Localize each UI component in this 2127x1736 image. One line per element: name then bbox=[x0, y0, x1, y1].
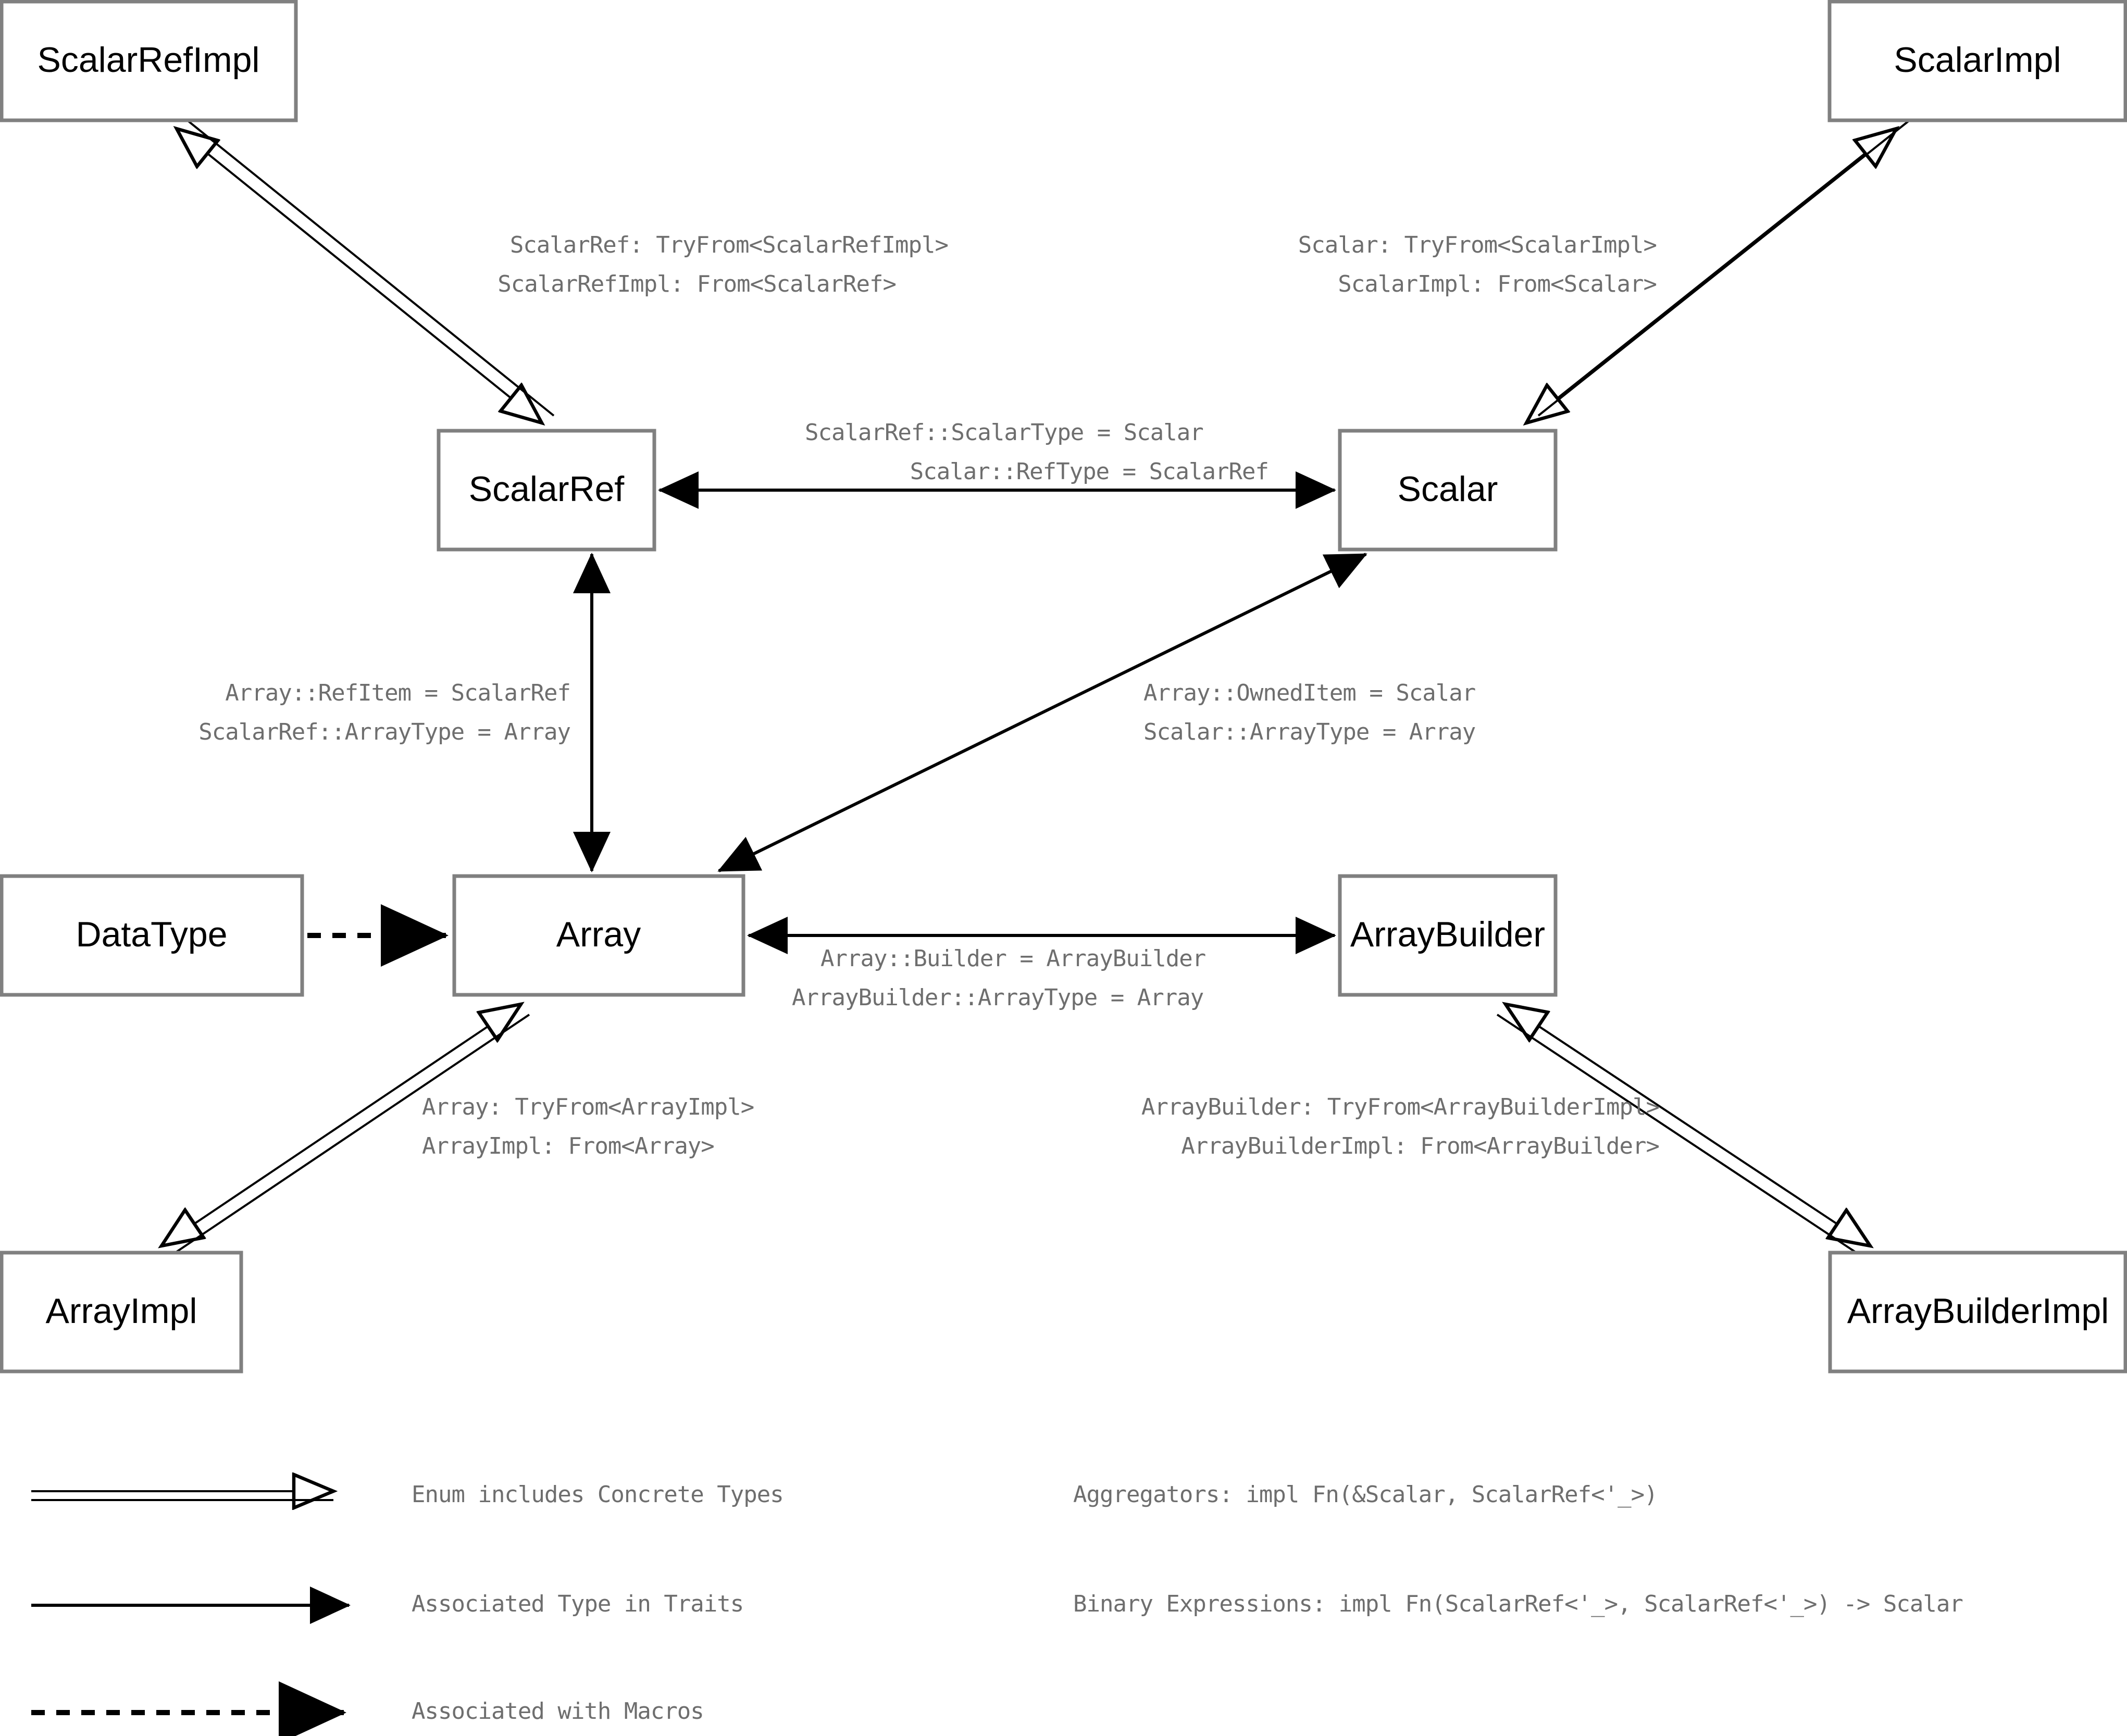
edge-label-line: Array::OwnedItem = Scalar bbox=[1143, 680, 1475, 706]
node-arrayimpl[interactable]: ArrayImpl bbox=[0, 1251, 243, 1373]
edge-label-array-arraybuilder: Array::Builder = ArrayBuilder ArrayBuild… bbox=[792, 945, 1206, 1011]
double-line-hollow-arrow-icon bbox=[31, 1491, 333, 1500]
edge-label-line: ArrayBuilder: TryFrom<ArrayBuilderImpl> bbox=[1141, 1094, 1659, 1120]
legend-item-enum-includes-concrete-types: Enum includes Concrete Types bbox=[31, 1481, 784, 1508]
node-scalar[interactable]: Scalar bbox=[1338, 429, 1558, 552]
edge-label-arraybuilder-arraybuilderimpl: ArrayBuilder: TryFrom<ArrayBuilderImpl> … bbox=[1141, 1094, 1660, 1159]
edge-label-line: Scalar::ArrayType = Array bbox=[1143, 719, 1475, 745]
node-label-arraybuilder: ArrayBuilder bbox=[1350, 915, 1545, 954]
node-label-scalarimpl: ScalarImpl bbox=[1894, 40, 2061, 80]
node-label-datatype: DataType bbox=[76, 915, 227, 954]
edge-label-line: ScalarRef::ScalarType = Scalar bbox=[805, 419, 1203, 446]
edge-label-array-scalar: Array::OwnedItem = Scalar Scalar::ArrayT… bbox=[1143, 680, 1476, 745]
node-label-scalarref: ScalarRef bbox=[469, 469, 625, 509]
edge-label-line: ScalarImpl: From<Scalar> bbox=[1338, 271, 1657, 297]
node-label-scalarrefimpl: ScalarRefImpl bbox=[37, 40, 259, 80]
edge-scalarref-scalarrefimpl bbox=[177, 120, 555, 423]
legend-item-associated-with-macros: Associated with Macros bbox=[31, 1681, 704, 1736]
edge-label-scalar-scalarimpl: Scalar: TryFrom<ScalarImpl> ScalarImpl: … bbox=[1298, 232, 1657, 297]
node-label-scalar: Scalar bbox=[1398, 469, 1498, 509]
legend-note-aggregators: Aggregators: impl Fn(&Scalar, ScalarRef<… bbox=[1073, 1481, 1658, 1508]
edge-array-scalar bbox=[717, 553, 1367, 872]
legend-label-assoc: Associated Type in Traits bbox=[412, 1591, 743, 1617]
legend-label-enum: Enum includes Concrete Types bbox=[412, 1481, 783, 1508]
edge-label-scalarref-scalar: ScalarRef::ScalarType = Scalar Scalar::R… bbox=[805, 419, 1269, 485]
edge-array-arrayimpl bbox=[161, 1004, 530, 1257]
legend-item-associated-type-in-traits: Associated Type in Traits bbox=[31, 1587, 744, 1624]
node-scalarrefimpl[interactable]: ScalarRefImpl bbox=[0, 0, 298, 122]
edge-label-line: ScalarRef::ArrayType = Array bbox=[198, 719, 570, 745]
node-array[interactable]: Array bbox=[452, 874, 745, 997]
edge-scalar-scalarimpl bbox=[1526, 120, 1909, 423]
edge-label-line: ArrayBuilderImpl: From<ArrayBuilder> bbox=[1181, 1133, 1659, 1159]
legend-label-macros: Associated with Macros bbox=[412, 1698, 704, 1725]
edge-label-line: ScalarRefImpl: From<ScalarRef> bbox=[497, 271, 896, 297]
edge-label-line: ArrayImpl: From<Array> bbox=[422, 1133, 714, 1159]
edge-label-line: ArrayBuilder::ArrayType = Array bbox=[792, 984, 1203, 1011]
node-scalarref[interactable]: ScalarRef bbox=[437, 429, 656, 552]
edge-label-line: ScalarRef: TryFrom<ScalarRefImpl> bbox=[510, 232, 948, 258]
edge-label-line: Scalar::RefType = ScalarRef bbox=[910, 458, 1268, 485]
edge-label-line: Array::RefItem = ScalarRef bbox=[225, 680, 570, 706]
edge-label-array-arrayimpl: Array: TryFrom<ArrayImpl> ArrayImpl: Fro… bbox=[422, 1094, 754, 1159]
edge-label-line: Array: TryFrom<ArrayImpl> bbox=[422, 1094, 754, 1120]
node-label-array: Array bbox=[556, 915, 641, 954]
node-scalarimpl[interactable]: ScalarImpl bbox=[1827, 0, 2127, 122]
legend: Enum includes Concrete Types Associated … bbox=[31, 1481, 1963, 1736]
edge-arraybuilder-arraybuilderimpl bbox=[1496, 1004, 1870, 1257]
node-arraybuilderimpl[interactable]: ArrayBuilderImpl bbox=[1828, 1251, 2127, 1373]
edge-label-scalarref-scalarrefimpl: ScalarRef: TryFrom<ScalarRefImpl> Scalar… bbox=[497, 232, 949, 297]
edge-label-scalarref-array: Array::RefItem = ScalarRef ScalarRef::Ar… bbox=[198, 680, 571, 745]
node-label-arraybuilderimpl: ArrayBuilderImpl bbox=[1847, 1291, 2109, 1331]
node-datatype[interactable]: DataType bbox=[0, 874, 304, 997]
edge-label-line: Scalar: TryFrom<ScalarImpl> bbox=[1298, 232, 1657, 258]
legend-note-binary-expressions: Binary Expressions: impl Fn(ScalarRef<'_… bbox=[1073, 1591, 1963, 1617]
edge-label-line: Array::Builder = ArrayBuilder bbox=[820, 945, 1205, 972]
node-label-arrayimpl: ArrayImpl bbox=[46, 1291, 197, 1331]
node-arraybuilder[interactable]: ArrayBuilder bbox=[1338, 874, 1558, 997]
